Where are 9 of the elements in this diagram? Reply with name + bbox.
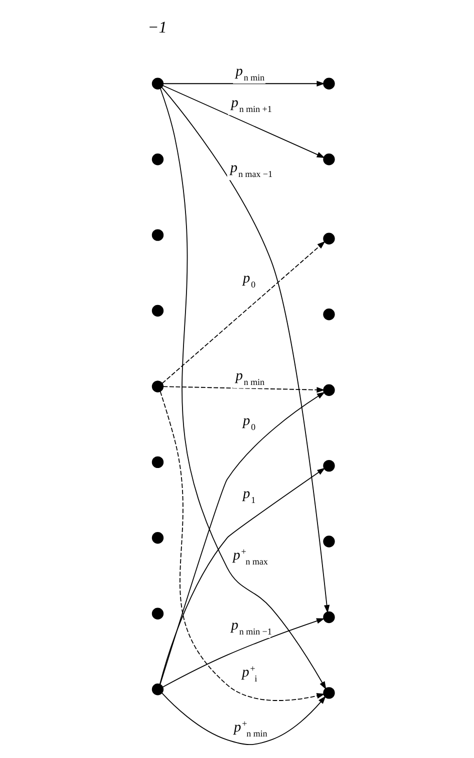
- edge-label: p$_{0}$: [242, 413, 256, 432]
- label: −1: [147, 18, 166, 37]
- edge-label: p$_{n max −1}$: [230, 160, 272, 179]
- edge-label: p$_{0}$: [242, 270, 256, 290]
- edge-label: p$_{n min}$: [235, 368, 264, 387]
- edge-label: p$_{n min −1}$: [230, 618, 272, 637]
- edge-label: p$_{1}$: [242, 486, 256, 506]
- edge-label: p$_{n min +1}$: [230, 94, 272, 114]
- edge-label: p$_{n min}$: [235, 63, 264, 82]
